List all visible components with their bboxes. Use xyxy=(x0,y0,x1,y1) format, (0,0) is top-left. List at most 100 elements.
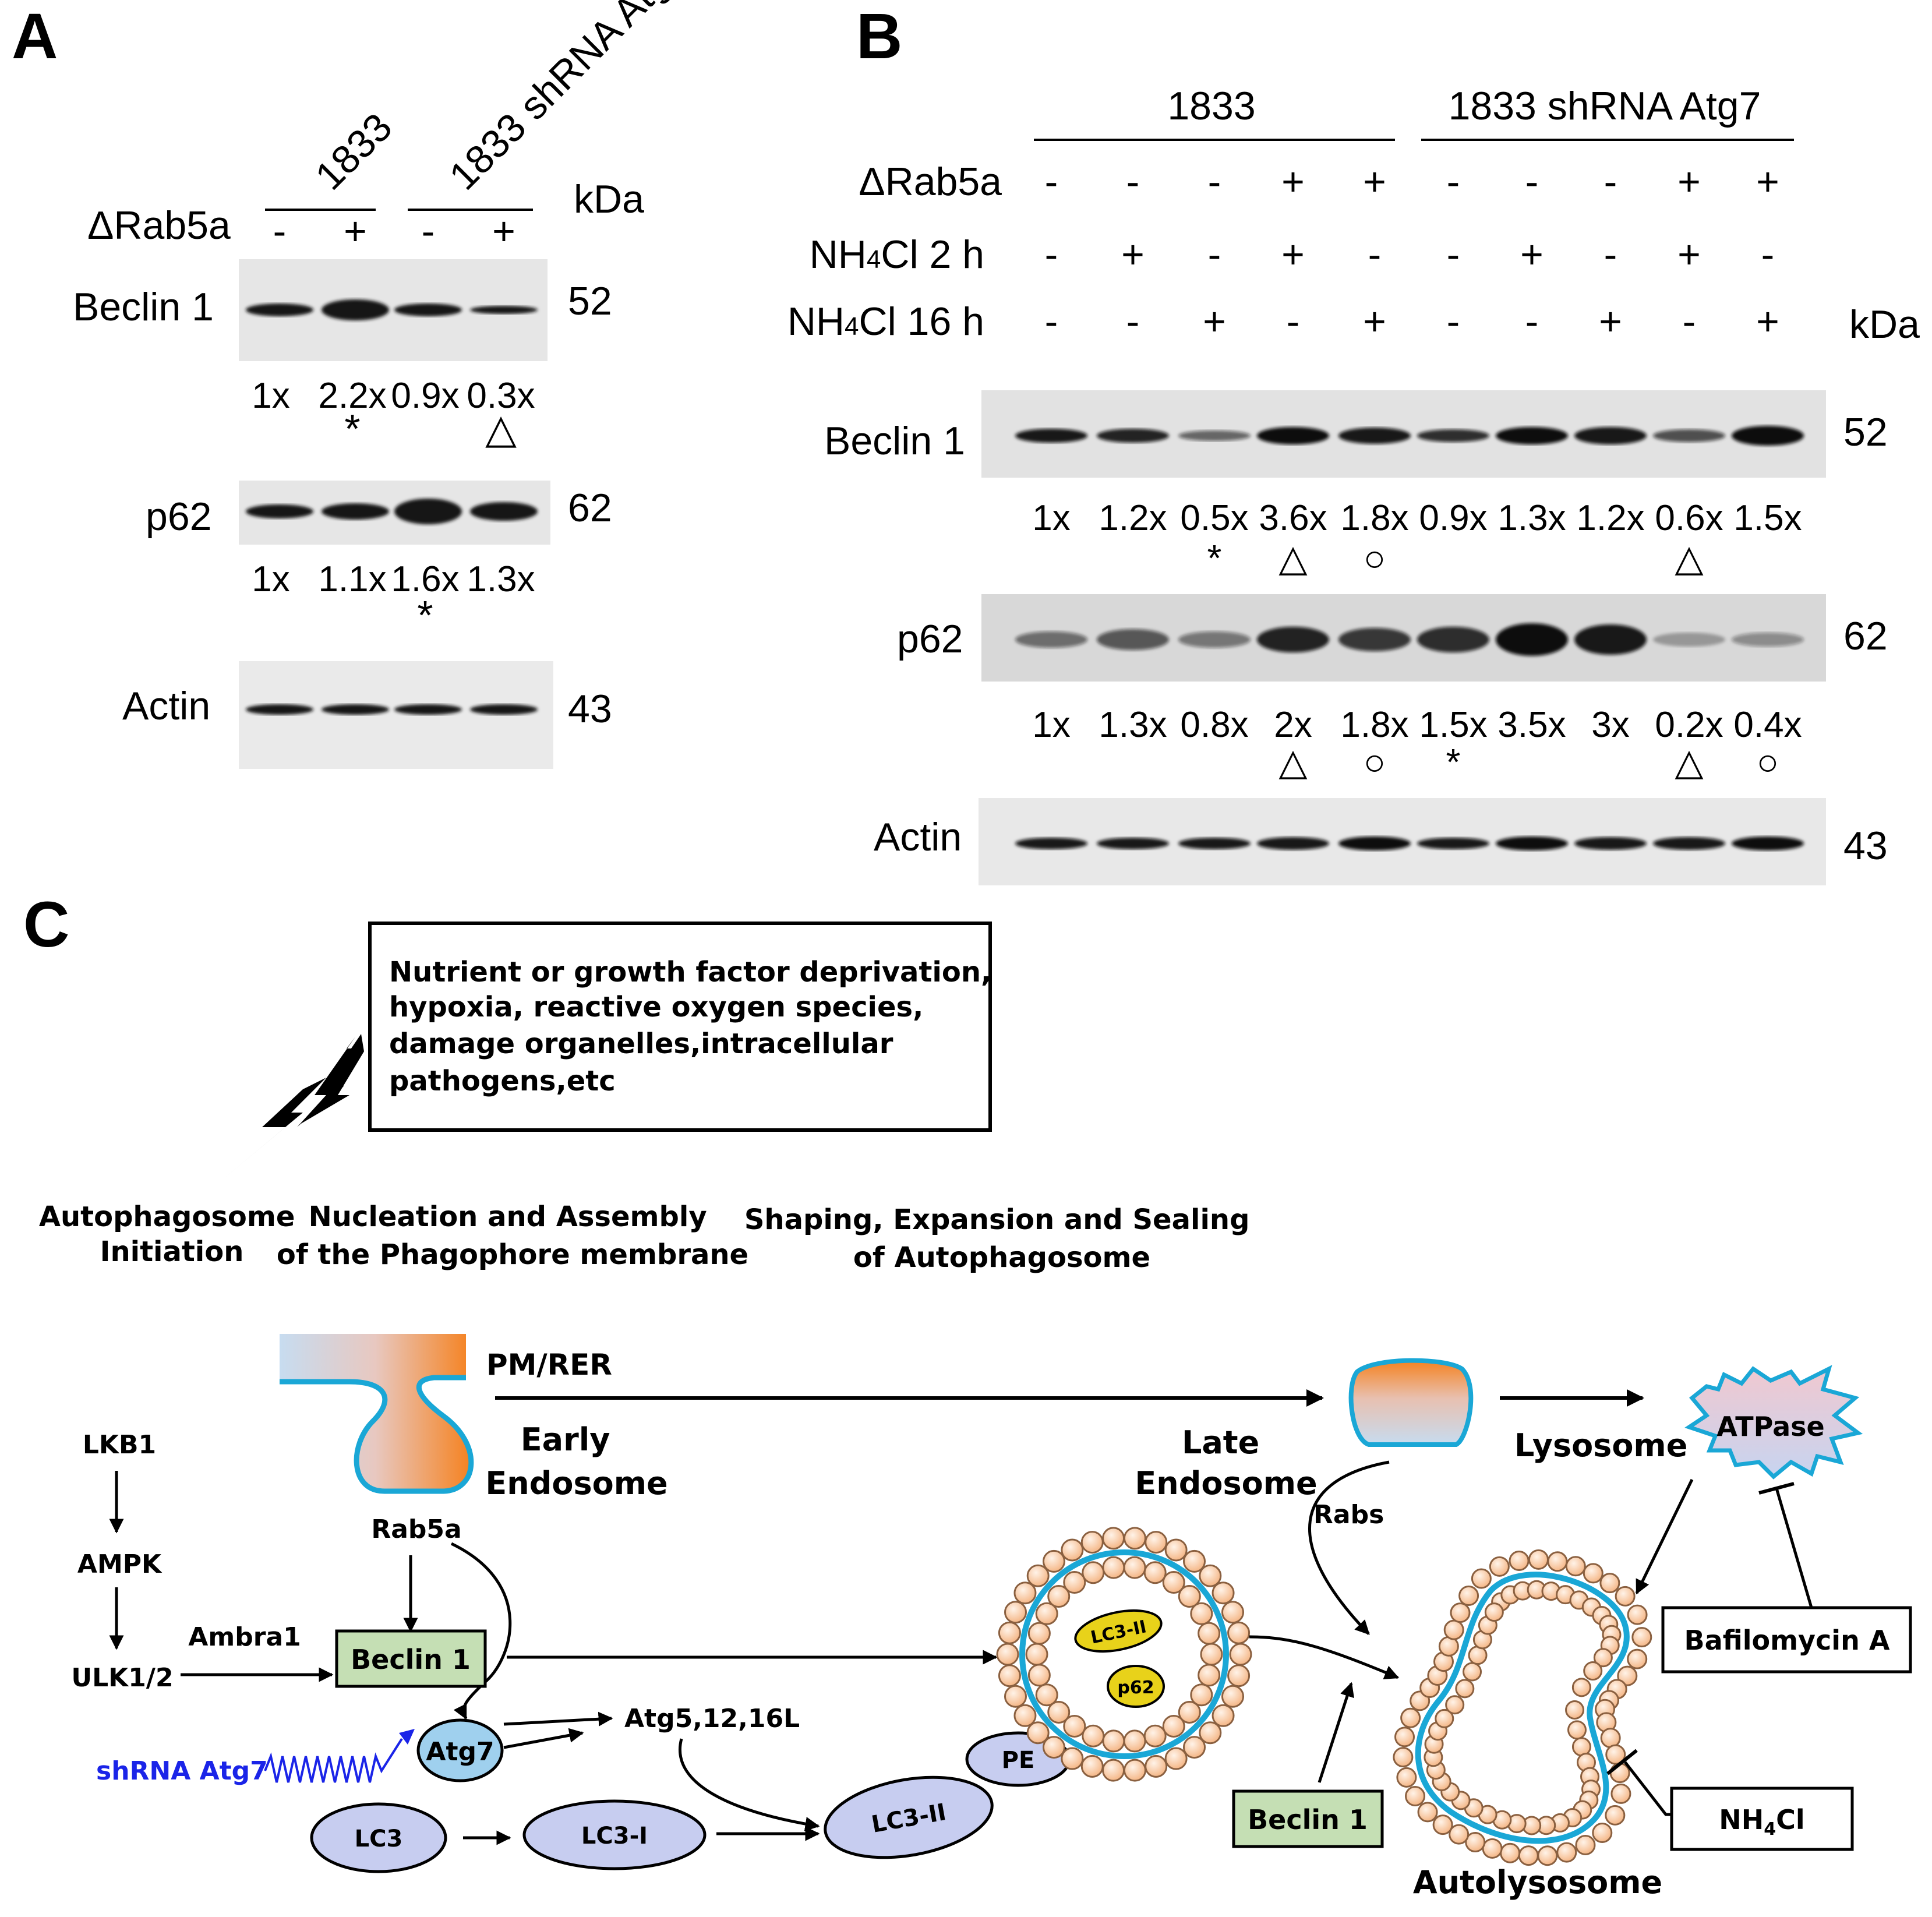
beclin1-lower-arrow xyxy=(1318,1682,1354,1783)
autolysosome-inner-bead-41 xyxy=(1463,1662,1482,1682)
panel-a-beclin-label: Beclin 1 xyxy=(73,285,214,329)
autolysosome-outer-bead-36 xyxy=(1394,1727,1415,1747)
stage-nucleation-1: Nucleation and Assembly xyxy=(309,1201,707,1233)
panel-b-band-0-8 xyxy=(1653,429,1725,442)
nh4cl-box xyxy=(1670,1787,1854,1851)
lc3-ii-node xyxy=(824,1775,994,1859)
panel-b-band-1-1 xyxy=(1097,629,1169,650)
autophagosome-inner-bead-20 xyxy=(1123,1556,1146,1579)
panel-a-sign-3: + xyxy=(492,209,515,253)
autolysosome-inner-bead-14 xyxy=(1571,1678,1591,1697)
panel-b-quant-1-9: 0.4x xyxy=(1733,705,1802,745)
panel-b-sign-2-3: - xyxy=(1287,299,1300,344)
panel-a-quant-1-1: 1.1x xyxy=(318,559,386,599)
autophagosome-outer-bead-30 xyxy=(1199,1564,1222,1587)
autophagosome-outer-bead-31 xyxy=(1212,1581,1235,1605)
autophagosome-outer-bead-22 xyxy=(1042,1549,1065,1573)
lc3-i-label: LC3-I xyxy=(581,1823,648,1849)
panel-b-quant-0-7: 1.2x xyxy=(1576,498,1644,538)
panel-a-band-0-1 xyxy=(322,299,389,320)
panel-b-quant-0-3: 3.6x xyxy=(1259,498,1327,538)
panel-a-mark-0-3: △ xyxy=(485,406,517,451)
beclin1-box-label: Beclin 1 xyxy=(351,1644,471,1675)
panel-b-band-1-2 xyxy=(1178,631,1251,648)
bafilomycin-inhibit-bar xyxy=(1758,1482,1795,1495)
panel-b-band-2-3 xyxy=(1257,837,1329,850)
panel-b-mark-1-3: △ xyxy=(1278,741,1308,783)
autophagosome-outer-bead-19 xyxy=(1004,1601,1027,1624)
panel-b-band-0-3 xyxy=(1257,427,1329,444)
panel-b-mark-0-3: △ xyxy=(1278,537,1308,579)
autophagosome-outer-bead-28 xyxy=(1164,1538,1188,1562)
autophagosome-outer-bead-23 xyxy=(1061,1538,1084,1562)
autophagosome-outer-bead-3 xyxy=(1212,1704,1235,1727)
autolysosome-outer-bead-31 xyxy=(1432,1814,1453,1835)
panel-b-quant-0-9: 1.5x xyxy=(1733,498,1802,538)
autophagosome-outer-bead-4 xyxy=(1199,1721,1222,1745)
panel-a-band-0-0 xyxy=(246,303,313,316)
panel-c-letter: C xyxy=(23,889,69,961)
autophagosome-inner-bead-1 xyxy=(1198,1664,1221,1687)
autophagosome-inner-bead-9 xyxy=(1063,1714,1086,1738)
nh4cl-2h-rest: Cl 2 h xyxy=(881,232,984,277)
stage-initiation: Autophagosome Initiation xyxy=(39,1201,305,1268)
panel-b-band-2-5 xyxy=(1417,838,1489,849)
panel-b-bands xyxy=(1015,426,1804,850)
autophagosome-inner-bead-21 xyxy=(1143,1561,1167,1584)
atg7-atg5-arrow-2 xyxy=(503,1728,584,1749)
panel-a-p62-label: p62 xyxy=(146,495,211,539)
panel-b-quant-0-2: 0.5x xyxy=(1180,498,1248,538)
panel-b-band-2-6 xyxy=(1496,836,1568,850)
autolysosome-inner-bead-39 xyxy=(1445,1695,1465,1715)
autolysosome-outer-bead-25 xyxy=(1537,1845,1558,1866)
lightning-icon xyxy=(216,1037,361,1185)
autophagosome-inner-bead-22 xyxy=(1162,1571,1185,1594)
autophagosome-outer-bead-18 xyxy=(998,1621,1021,1644)
panel-b-actin-label: Actin xyxy=(874,815,962,859)
autolysosome-outer-bead-21 xyxy=(1605,1805,1626,1826)
autophagosome-inner-bead-11 xyxy=(1035,1683,1058,1707)
panel-a-band-1-2 xyxy=(394,499,462,524)
panel-b-band-1-0 xyxy=(1015,631,1087,648)
autolysosome-outer-bead-7 xyxy=(1599,1573,1620,1594)
atg7-node xyxy=(416,1718,504,1782)
autophagosome-outer-bead-29 xyxy=(1183,1549,1206,1573)
autolysosome-outer-bead-19 xyxy=(1609,1763,1630,1784)
autolysosome-outer-bead-9 xyxy=(1627,1604,1648,1625)
rab5a-atg7-arrow xyxy=(450,1542,512,1720)
stress-line-4: pathogens,etc xyxy=(389,1065,616,1097)
stress-box xyxy=(368,922,992,1132)
panel-b-quant-1-7: 3x xyxy=(1591,705,1629,745)
autophagosome-outer-bead-2 xyxy=(1221,1685,1244,1708)
panel-b-mark-0-8: △ xyxy=(1675,537,1704,579)
panel-b-mark-0-4: ○ xyxy=(1364,537,1386,579)
panel-b-band-1-9 xyxy=(1732,633,1804,647)
autolysosome-outer-bead-33 xyxy=(1405,1786,1426,1807)
pm-rer-label: PM/RER xyxy=(486,1348,612,1382)
panel-b-band-0-1 xyxy=(1097,429,1169,443)
nh4cl-2h-main: NH xyxy=(810,232,867,277)
panel-b-sign-1-9: - xyxy=(1761,232,1775,277)
autolysosome-inner-bead-13 xyxy=(1583,1661,1603,1681)
panel-b-sign-1-1: + xyxy=(1121,232,1145,277)
nh4cl-2h-sub: 4 xyxy=(867,245,881,274)
panel-b-band-1-8 xyxy=(1653,633,1725,647)
panel-b-sign-0-3: + xyxy=(1281,160,1305,204)
autophagosome-outer-bead-25 xyxy=(1102,1527,1125,1550)
panel-b-quant-0-1: 1.2x xyxy=(1099,498,1167,538)
panel-b-band-2-1 xyxy=(1097,838,1169,849)
autophagosome-outer-bead-17 xyxy=(996,1643,1019,1666)
early-endosome-2: Endosome xyxy=(485,1465,667,1502)
panel-b-sign-2-2: + xyxy=(1203,299,1226,344)
shrna-squiggle xyxy=(264,1738,403,1783)
panel-b-sign-1-0: - xyxy=(1045,232,1058,277)
ampk-label: AMPK xyxy=(77,1549,163,1579)
panel-a-quant-0-3: 0.3x xyxy=(467,376,535,416)
panel-b-p62-kda: 62 xyxy=(1843,614,1888,658)
panel-b-sign-1-5: - xyxy=(1447,232,1460,277)
nh4cl-rest: Cl xyxy=(1776,1804,1805,1835)
autophagosome-inner-bead-13 xyxy=(1025,1643,1048,1666)
autophagosome-outer-bead-24 xyxy=(1080,1531,1104,1554)
